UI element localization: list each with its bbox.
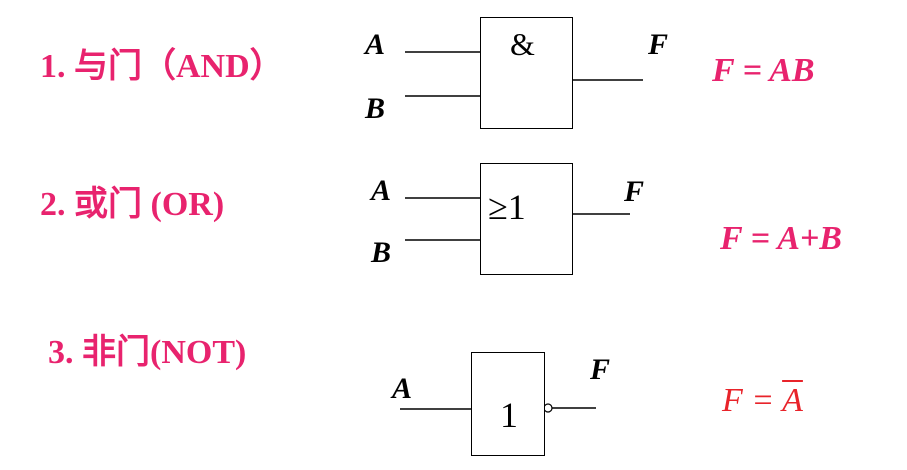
or-formula-rhs: A+B (777, 220, 842, 257)
or-gate-box (480, 163, 573, 275)
and-formula: F = AB (712, 52, 815, 90)
and-formula-lhs: F = (712, 52, 770, 89)
or-output-label: F (624, 175, 645, 208)
not-formula-lhs: F = (722, 382, 783, 419)
and-output-label: F (648, 28, 669, 61)
and-gate-box (480, 17, 573, 129)
or-formula-lhs: F = (720, 220, 778, 257)
not-gate-box (471, 352, 545, 456)
or-input-b-label: B (371, 236, 392, 269)
not-input-a-label: A (392, 372, 413, 405)
and-gate-title: 1. 与门（AND） (40, 48, 284, 85)
or-input-a-label: A (371, 174, 392, 207)
or-gate-title: 2. 或门 (OR) (40, 186, 225, 223)
or-gate-symbol: ≥1 (488, 187, 526, 227)
not-formula-rhs: A (782, 382, 803, 419)
not-formula: F = A (722, 382, 803, 420)
not-gate-symbol: 1 (500, 395, 518, 435)
and-input-b-label: B (365, 92, 386, 125)
and-gate-symbol: & (510, 26, 535, 62)
not-inversion-bubble (543, 403, 553, 413)
and-formula-rhs: AB (769, 52, 815, 89)
not-output-label: F (590, 353, 611, 386)
not-gate-title: 3. 非门(NOT) (48, 334, 247, 371)
or-formula: F = A+B (720, 220, 842, 258)
and-input-a-label: A (365, 28, 386, 61)
